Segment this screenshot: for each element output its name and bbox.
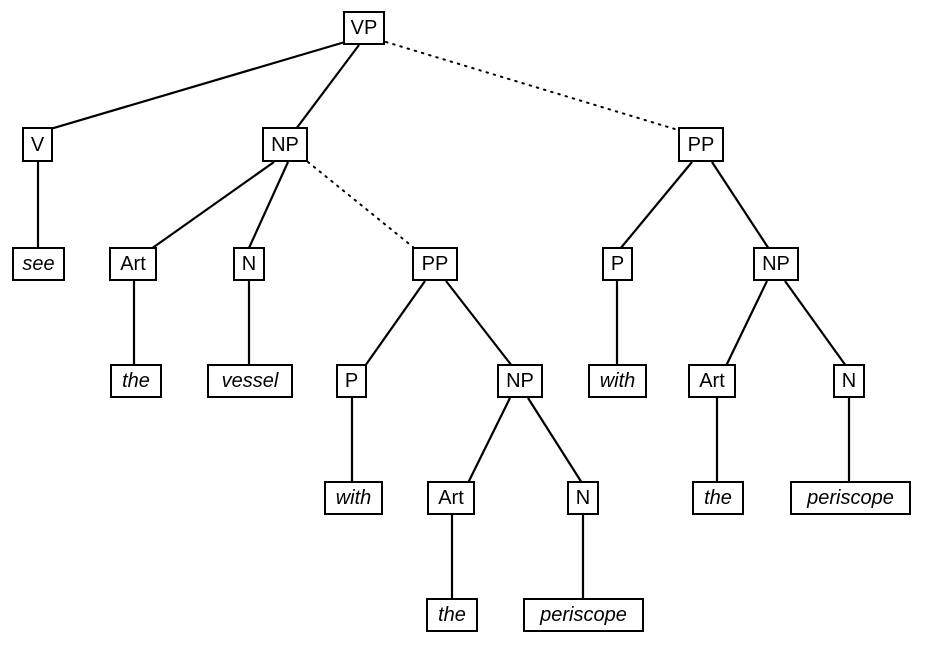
tree-edge-pp_right-to-np_right bbox=[711, 161, 770, 250]
tree-node-art_right: Art bbox=[688, 364, 736, 398]
tree-node-np_right: NP bbox=[753, 247, 799, 281]
tree-node-see: see bbox=[12, 247, 65, 281]
tree-node-with_right: with bbox=[588, 364, 647, 398]
tree-node-p_mid: P bbox=[336, 364, 367, 398]
tree-node-p_right: P bbox=[602, 247, 633, 281]
tree-edge-np1-to-pp_mid bbox=[307, 161, 414, 248]
tree-node-with_mid: with bbox=[324, 481, 383, 515]
tree-edge-pp_right-to-p_right bbox=[619, 161, 693, 250]
tree-node-the1: the bbox=[110, 364, 162, 398]
tree-node-art_mid: Art bbox=[427, 481, 475, 515]
tree-edge-np_mid-to-n_mid bbox=[527, 397, 583, 484]
tree-node-pp_mid: PP bbox=[412, 247, 458, 281]
tree-node-np_mid: NP bbox=[497, 364, 543, 398]
tree-node-art1: Art bbox=[109, 247, 157, 281]
tree-edge-np1-to-art1 bbox=[150, 161, 275, 250]
tree-edge-vp-to-v bbox=[46, 40, 346, 132]
tree-edge-pp_mid-to-np_mid bbox=[445, 280, 513, 367]
tree-node-n1: N bbox=[233, 247, 265, 281]
tree-node-periscope_m: periscope bbox=[523, 598, 644, 632]
tree-edge-pp_mid-to-p_mid bbox=[364, 280, 426, 367]
tree-node-pp_right: PP bbox=[678, 127, 724, 162]
tree-node-np1: NP bbox=[262, 127, 308, 162]
tree-node-the_mid: the bbox=[426, 598, 478, 632]
tree-node-n_right: N bbox=[833, 364, 865, 398]
tree-node-vessel: vessel bbox=[207, 364, 293, 398]
tree-node-vp: VP bbox=[343, 11, 385, 45]
tree-edge-vp-to-pp_right bbox=[385, 41, 679, 131]
tree-node-v: V bbox=[22, 127, 53, 162]
tree-edge-np_right-to-n_right bbox=[784, 280, 847, 367]
tree-node-n_mid: N bbox=[567, 481, 599, 515]
tree-node-the_right: the bbox=[692, 481, 744, 515]
tree-edge-vp-to-np1 bbox=[295, 44, 360, 130]
tree-node-periscope_r: periscope bbox=[790, 481, 911, 515]
tree-edge-np_mid-to-art_mid bbox=[467, 397, 511, 484]
tree-edge-np_right-to-art_right bbox=[725, 280, 768, 367]
tree-edge-np1-to-n1 bbox=[247, 161, 290, 249]
